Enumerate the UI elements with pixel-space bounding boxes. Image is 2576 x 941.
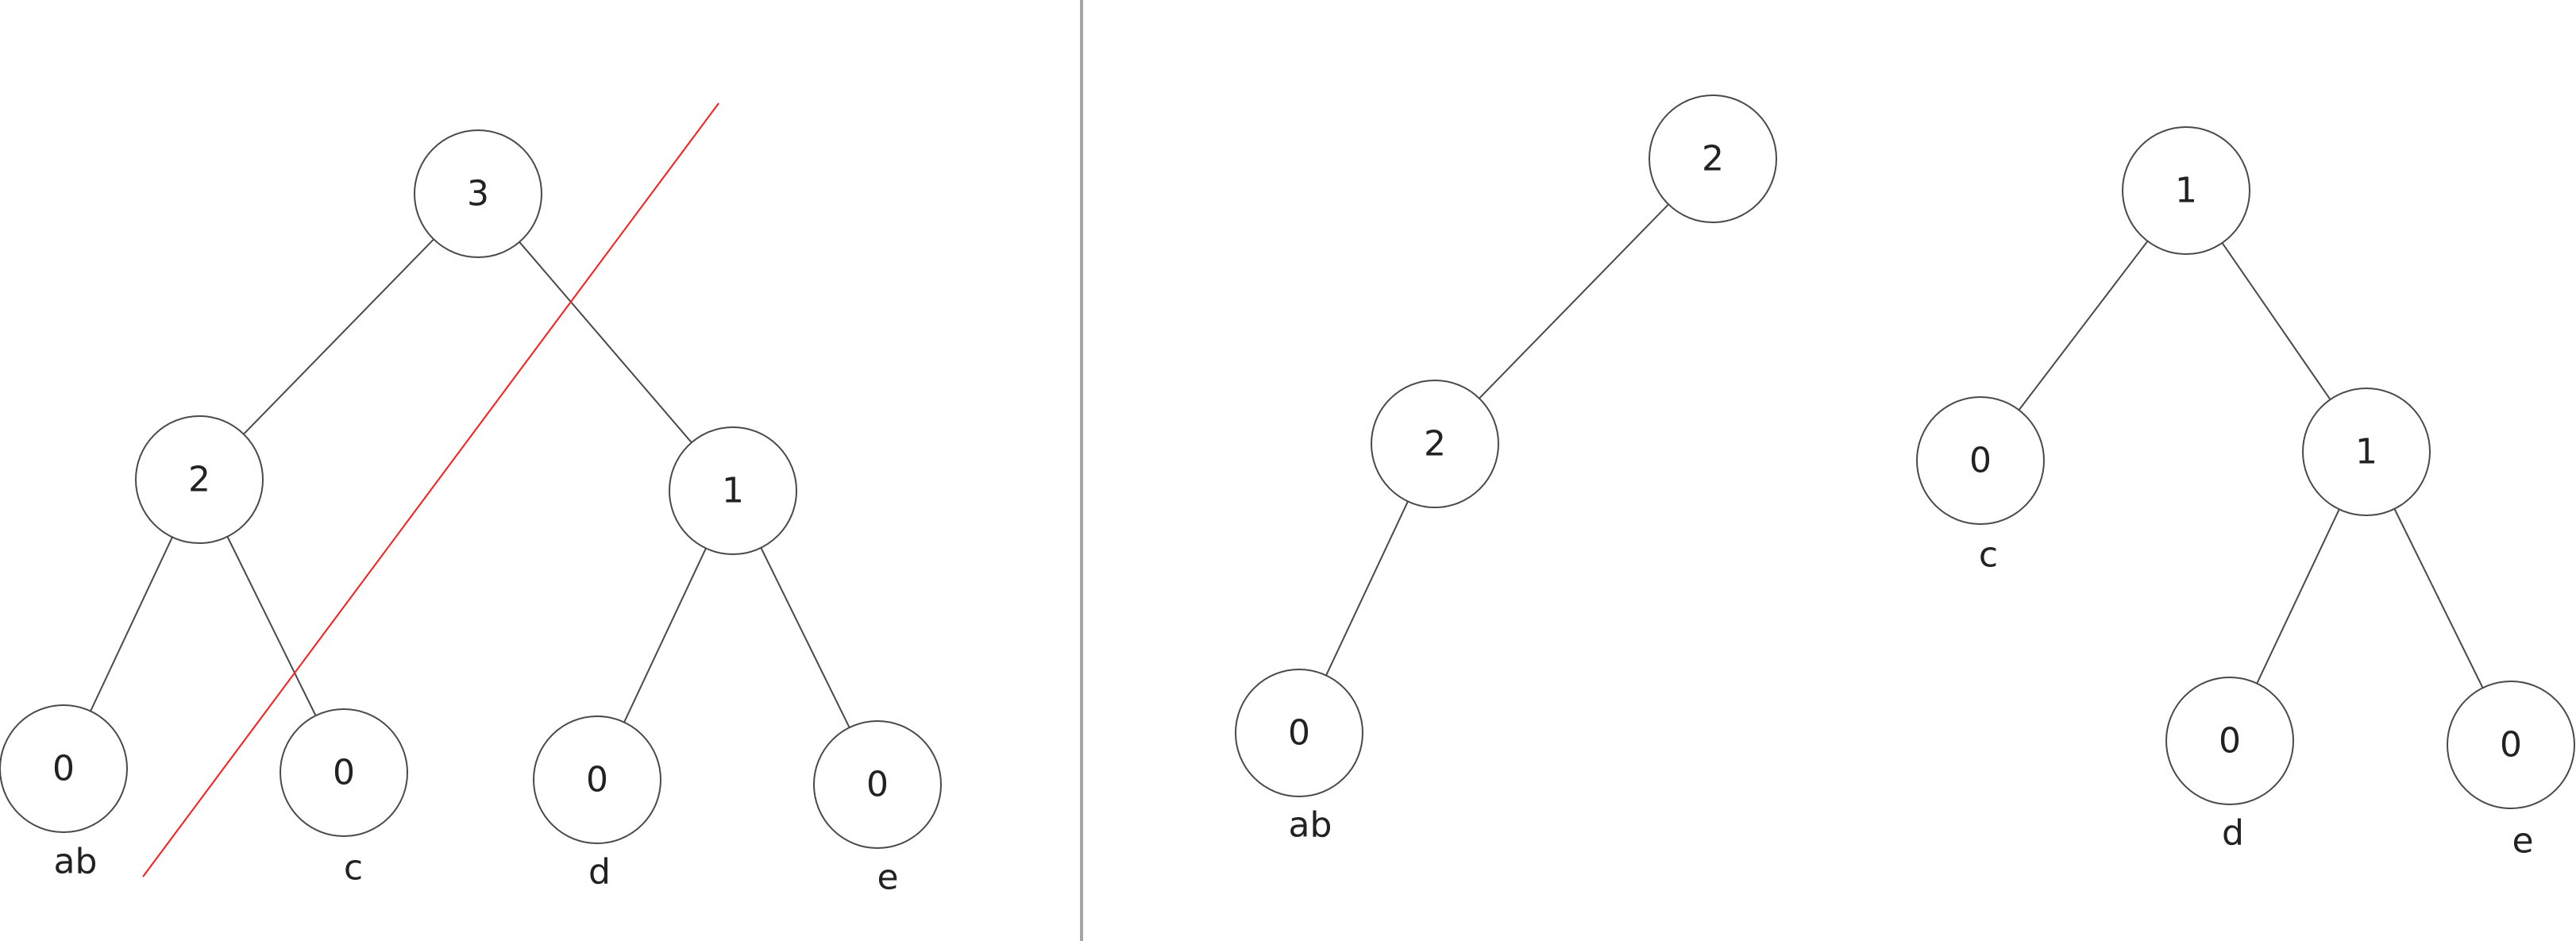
node-circle: [414, 129, 542, 258]
tree-edge: [90, 536, 173, 712]
node-circle: [1235, 669, 1363, 797]
tree-node: 2: [1649, 94, 1777, 223]
leaf-labels-layer: ab c d e ab c d e: [54, 535, 2534, 898]
node-circle: [813, 720, 942, 849]
node-circle: [1649, 94, 1777, 223]
tree-edge: [623, 547, 707, 723]
tree-node: 1: [669, 426, 797, 555]
node-value: 0: [2500, 725, 2522, 766]
cut-line: [142, 102, 719, 877]
tree-edge: [760, 547, 850, 728]
tree-edge: [2256, 508, 2340, 685]
tree-node: 0: [0, 704, 128, 833]
node-value: 0: [1969, 441, 1992, 481]
tree-edge: [519, 241, 692, 443]
node-value: 1: [722, 471, 744, 511]
node-circle: [2447, 681, 2575, 809]
leaf-label: c: [344, 848, 363, 889]
tree-node: 0: [813, 720, 942, 849]
leaf-label: e: [877, 858, 898, 898]
tree-edge: [243, 238, 434, 435]
leaf-label: ab: [1289, 805, 1332, 846]
node-value: 1: [2355, 432, 2377, 472]
node-value: 0: [52, 749, 75, 789]
tree-edge: [1479, 203, 1669, 399]
edges-layer: [90, 203, 2484, 728]
node-circle: [533, 715, 661, 844]
node-circle: [0, 704, 128, 833]
node-value: 2: [188, 460, 210, 500]
tree-edge: [2221, 242, 2331, 400]
node-value: 2: [1424, 424, 1446, 465]
tree-node: 2: [135, 415, 264, 544]
tree-edge: [226, 536, 317, 716]
node-value: 3: [467, 174, 489, 214]
tree-node: 0: [2447, 681, 2575, 809]
tree-edge: [2393, 508, 2484, 688]
node-circle: [1371, 380, 1499, 508]
tree-node: 0: [2165, 677, 2294, 805]
tree-node: 0: [533, 715, 661, 844]
tree-node: 0: [280, 708, 408, 837]
node-value: 0: [333, 753, 355, 793]
node-value: 1: [2175, 171, 2197, 211]
tree-edge: [1325, 500, 1409, 677]
leaf-label: c: [1979, 535, 1998, 576]
node-circle: [2165, 677, 2294, 805]
leaf-label: ab: [54, 842, 98, 882]
node-circle: [135, 415, 264, 544]
node-circle: [2302, 388, 2431, 516]
leaf-label: d: [2222, 813, 2244, 854]
tree-node: 0: [1235, 669, 1363, 797]
node-circle: [1916, 396, 2045, 525]
tree-node: 0: [1916, 396, 2045, 525]
node-value: 0: [866, 765, 889, 805]
node-value: 0: [1288, 713, 1310, 754]
tree-edge: [2018, 241, 2149, 411]
node-circle: [280, 708, 408, 837]
tree-node: 1: [2302, 388, 2431, 516]
node-circle: [2122, 126, 2250, 255]
node-value: 2: [1702, 139, 1724, 179]
overlay-layer: [142, 102, 719, 877]
tree-node: 3: [414, 129, 542, 258]
node-circle: [669, 426, 797, 555]
leaf-label: d: [588, 852, 611, 893]
leaf-label: e: [2512, 821, 2533, 862]
tree-node: 1: [2122, 126, 2250, 255]
node-value: 0: [586, 760, 608, 800]
node-value: 0: [2219, 721, 2241, 762]
nodes-layer: 3 2 1 0 0 0 0 2 2 0 1 0 1 0 0: [0, 94, 2575, 849]
tree-node: 2: [1371, 380, 1499, 508]
